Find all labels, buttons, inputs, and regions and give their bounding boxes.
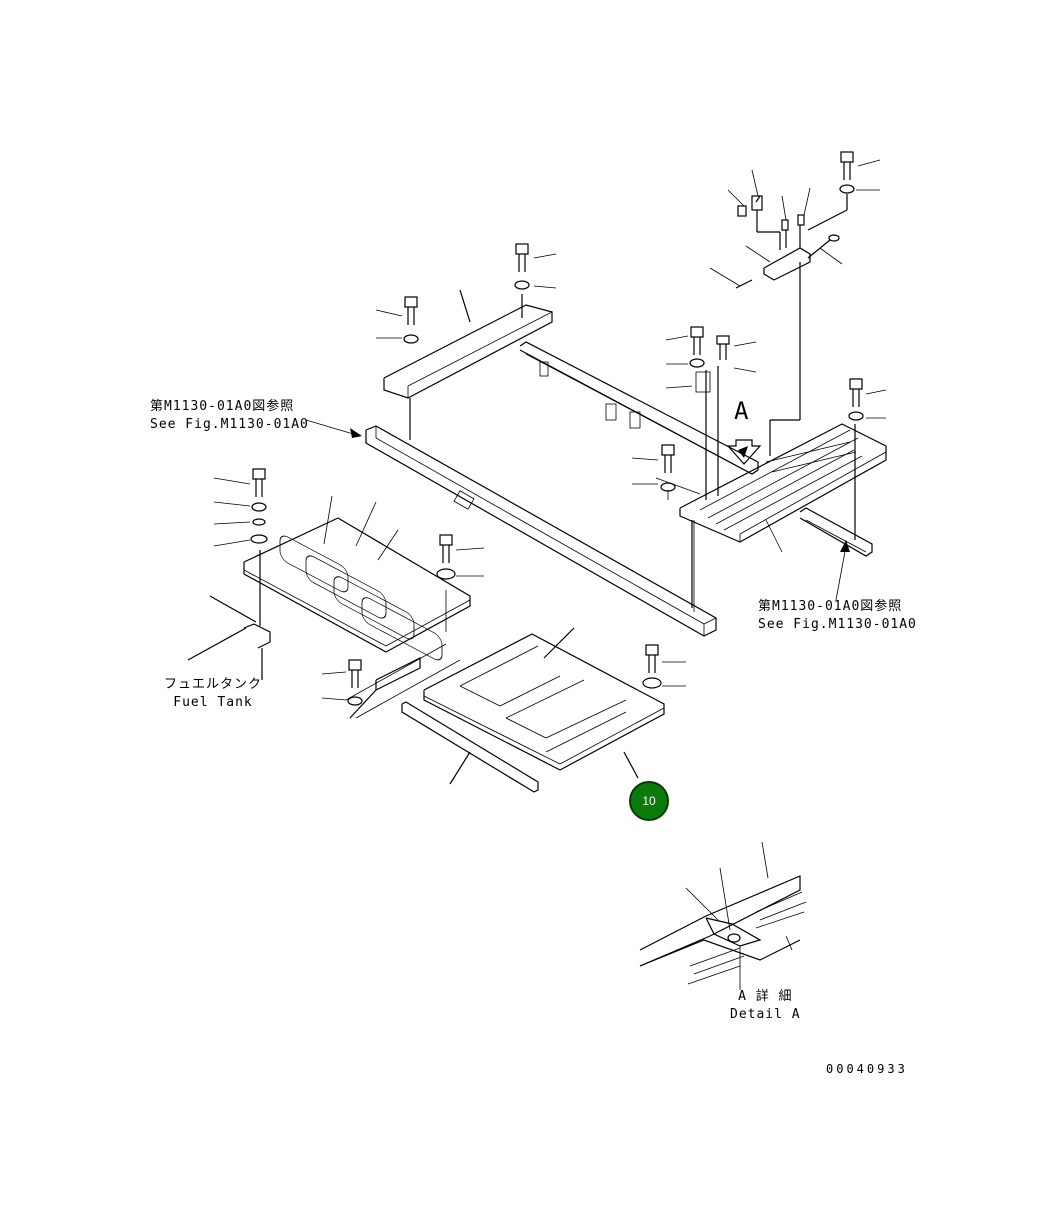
reference-label-top-en: See Fig.M1130-01A0 <box>150 417 309 432</box>
view-a-arrow <box>726 439 762 465</box>
bolt <box>515 243 529 272</box>
left-floor-plate <box>243 517 471 661</box>
drawing-number: 00040933 <box>826 1062 908 1076</box>
fuel-tank-label-jp: フュエルタンク <box>164 677 263 692</box>
fuel-tank-label: フュエルタンク Fuel Tank <box>164 676 262 712</box>
view-marker-label: A <box>734 397 749 425</box>
bolt <box>348 659 362 688</box>
bolt <box>439 534 453 563</box>
filler-strip <box>401 701 539 793</box>
bolt <box>690 326 704 355</box>
bolt <box>252 468 266 497</box>
reference-label-right-en: See Fig.M1130-01A0 <box>758 617 917 632</box>
guide-lines <box>345 477 701 719</box>
bolt <box>645 644 659 673</box>
bolt <box>840 151 854 180</box>
detail-a-label: A 詳 細 Detail A <box>730 988 801 1024</box>
upper-bracket <box>383 289 553 440</box>
washers <box>250 184 864 706</box>
reference-label-right-jp: 第M1130-01A0図参照 <box>758 599 903 614</box>
callout-number: 10 <box>642 794 656 808</box>
bolt <box>404 296 418 325</box>
bolts <box>252 151 863 688</box>
callout-marker-10[interactable]: 10 <box>629 781 669 821</box>
fuel-tank-edge <box>187 550 271 680</box>
reference-label-right: 第M1130-01A0図参照 See Fig.M1130-01A0 <box>758 598 917 634</box>
center-floor-plate <box>423 627 665 779</box>
leader-lines <box>213 159 887 701</box>
detail-a-label-jp: A 詳 細 <box>738 989 793 1004</box>
reference-label-top: 第M1130-01A0図参照 See Fig.M1130-01A0 <box>150 398 309 434</box>
detail-a-inset <box>639 841 807 990</box>
reference-label-top-jp: 第M1130-01A0図参照 <box>150 399 295 414</box>
main-frame-beam <box>365 425 717 637</box>
right-lower-bracket <box>799 507 873 557</box>
bolt <box>716 335 730 360</box>
top-bracket-cluster <box>735 194 848 456</box>
arrowheads <box>350 428 850 552</box>
small-left-bracket <box>349 657 421 719</box>
bolt <box>661 444 675 473</box>
upper-right-rail <box>519 341 759 475</box>
right-step-plate <box>679 366 887 608</box>
fuel-tank-label-en: Fuel Tank <box>173 695 253 710</box>
detail-a-label-en: Detail A <box>730 1007 801 1022</box>
bolt <box>849 378 863 407</box>
